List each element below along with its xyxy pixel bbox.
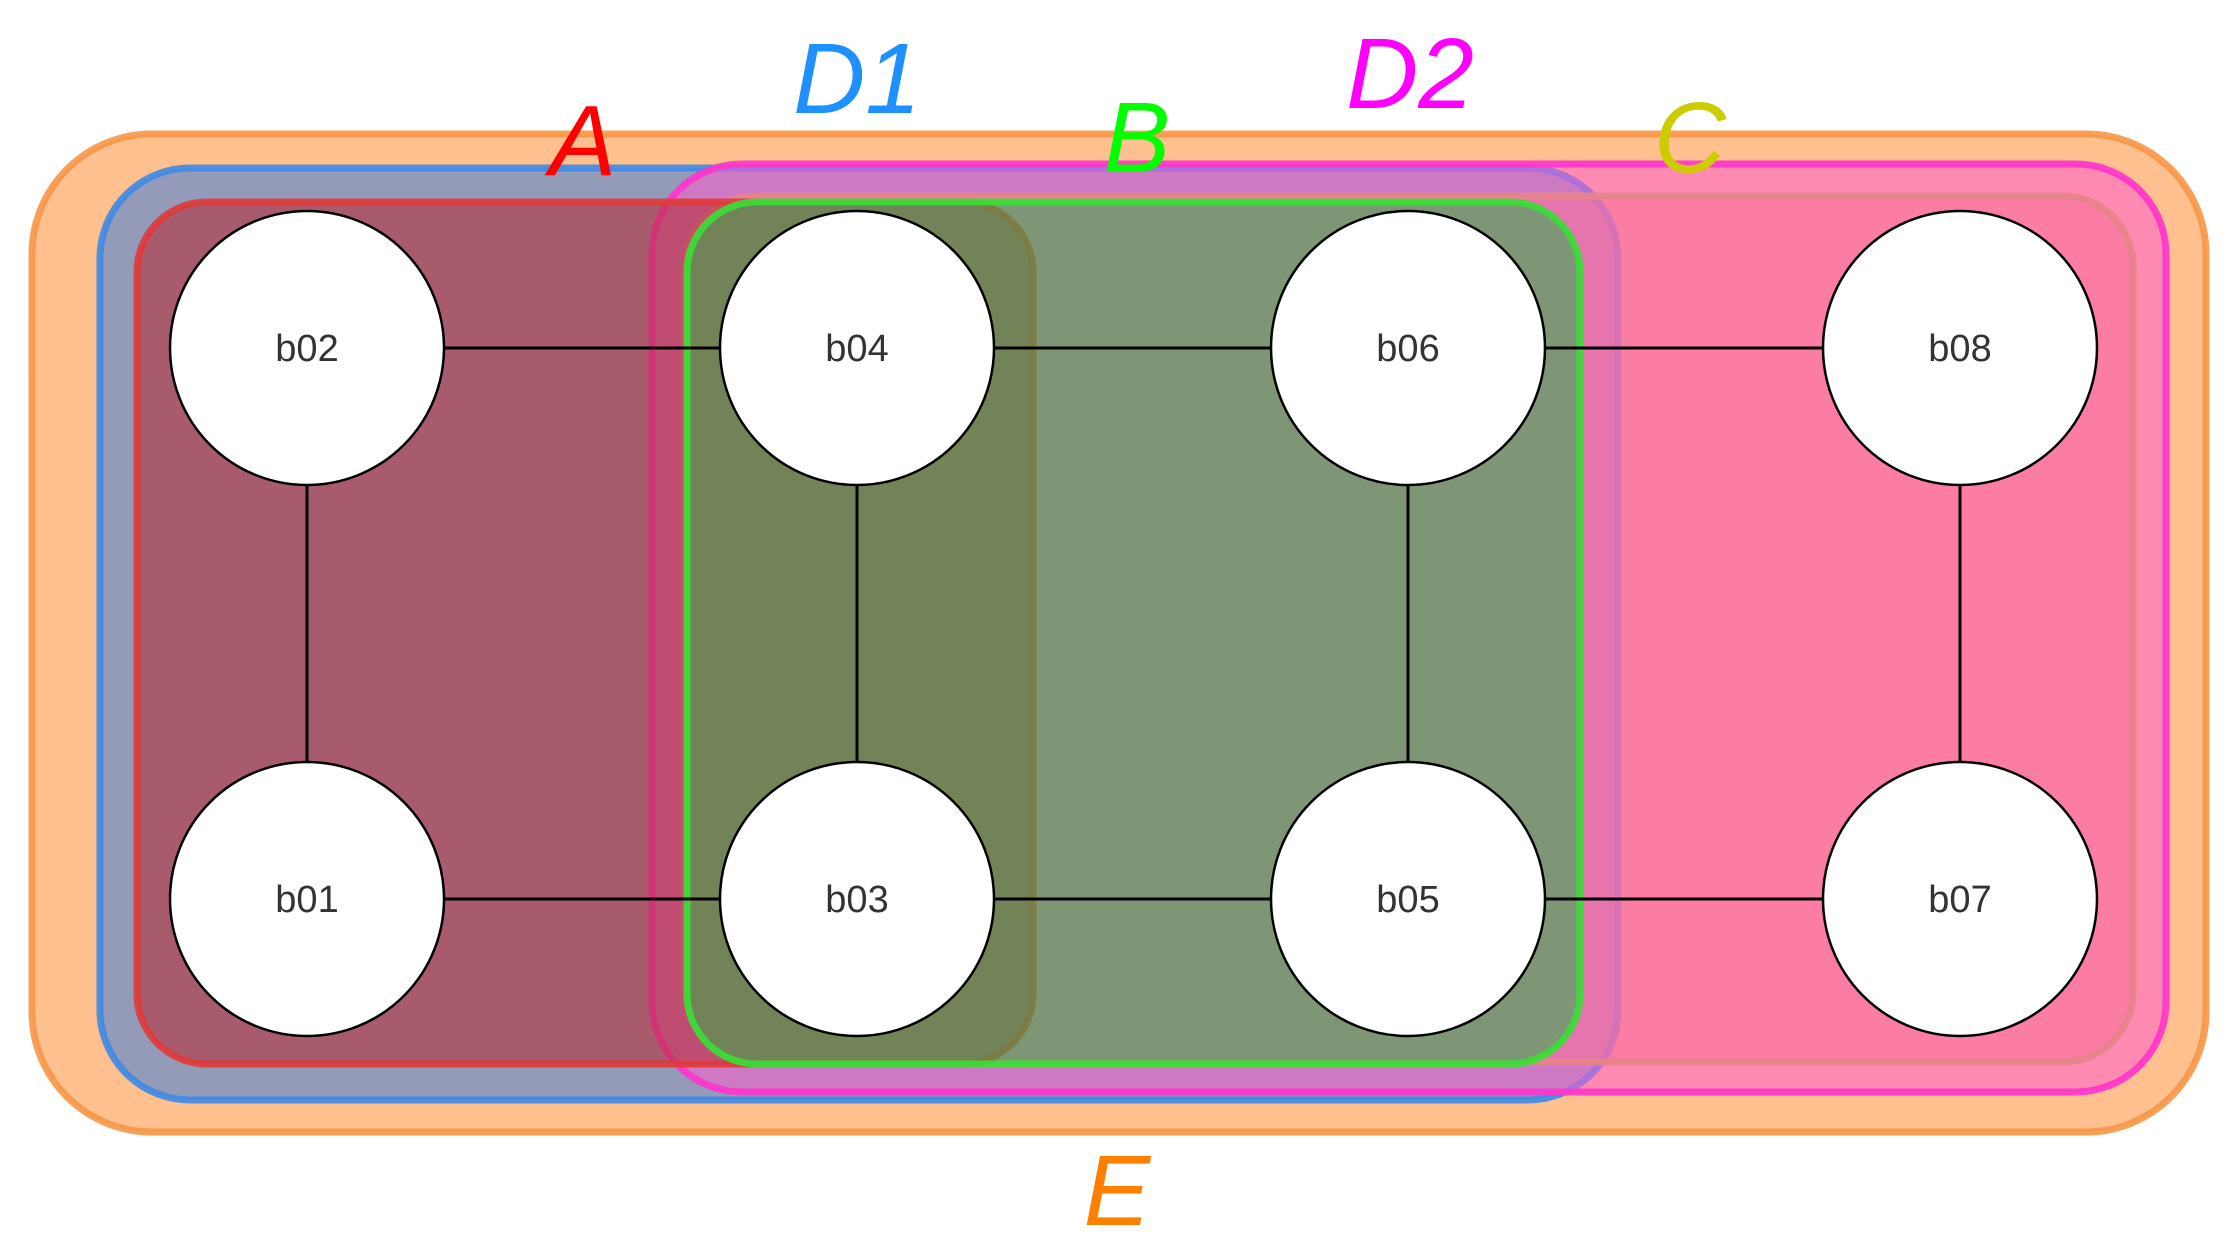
node-b05-label: b05 bbox=[1376, 879, 1439, 921]
group-e-label: E bbox=[1084, 1135, 1152, 1247]
node-b07-label: b07 bbox=[1928, 879, 1991, 921]
nodes-layer: b01 b02 b03 b04 b05 b06 b07 b08 bbox=[168, 209, 2099, 1038]
node-b01-circle bbox=[168, 760, 446, 1038]
node-b06-label: b06 bbox=[1376, 328, 1439, 370]
group-a-label: A bbox=[545, 85, 617, 197]
node-b03-circle bbox=[718, 760, 996, 1038]
node-b02: b02 bbox=[168, 209, 446, 487]
node-b02-circle bbox=[168, 209, 446, 487]
node-b08-label: b08 bbox=[1928, 328, 1991, 370]
node-b04-circle bbox=[718, 209, 996, 487]
node-b05-circle bbox=[1269, 760, 1547, 1038]
group-labels-layer: E D1C D2A B bbox=[545, 18, 1727, 1247]
group-d2-label: D2 bbox=[1346, 18, 1474, 130]
node-b06: b06 bbox=[1269, 209, 1547, 487]
node-b01: b01 bbox=[168, 760, 446, 1038]
node-b02-label: b02 bbox=[275, 328, 338, 370]
group-c-label: C bbox=[1654, 82, 1727, 194]
node-b08-circle bbox=[1821, 209, 2099, 487]
node-b07: b07 bbox=[1821, 760, 2099, 1038]
node-b01-label: b01 bbox=[275, 879, 338, 921]
node-b04: b04 bbox=[718, 209, 996, 487]
node-b06-circle bbox=[1269, 209, 1547, 487]
node-b03: b03 bbox=[718, 760, 996, 1038]
node-b03-label: b03 bbox=[825, 879, 888, 921]
node-b08: b08 bbox=[1821, 209, 2099, 487]
group-d1-label: D1 bbox=[793, 23, 921, 135]
node-b04-label: b04 bbox=[825, 328, 888, 370]
node-b07-circle bbox=[1821, 760, 2099, 1038]
group-b-label: B bbox=[1104, 82, 1171, 194]
node-b05: b05 bbox=[1269, 760, 1547, 1038]
